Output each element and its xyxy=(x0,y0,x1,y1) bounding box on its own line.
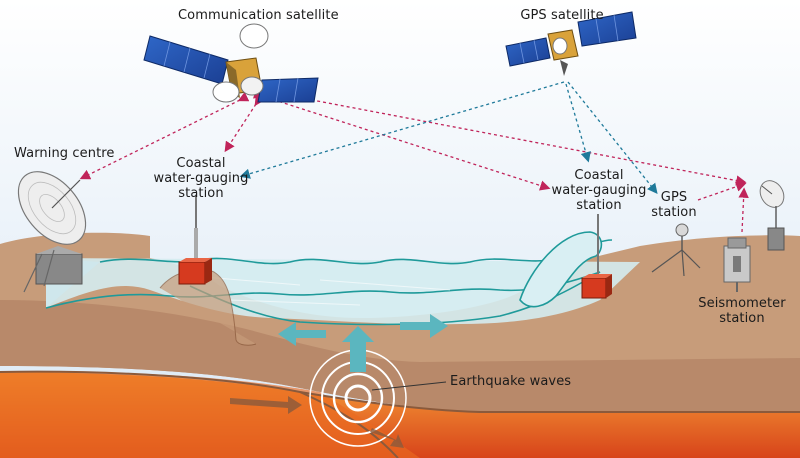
link-gps-left-station xyxy=(239,81,565,179)
lower-crust xyxy=(0,300,800,412)
seismometer-station-line-2: station xyxy=(719,311,765,326)
coastal-station-left-line-3: station xyxy=(178,186,224,201)
link-gps-station-dish xyxy=(697,181,747,201)
seismometer-station-label: Seismometer station xyxy=(692,296,792,326)
arrow-left xyxy=(278,322,326,346)
wave-propagation-arrows xyxy=(278,314,448,372)
gps-station-line-1: GPS xyxy=(660,190,688,205)
link-seismometer-dish xyxy=(738,187,749,233)
plate-motion-arrows xyxy=(230,396,404,448)
gps-station-label: GPS station xyxy=(644,190,704,220)
coastal-station-right-label: Coastal water-gauging station xyxy=(544,168,654,213)
communication-satellite-icon xyxy=(143,23,319,103)
gps-station-icon xyxy=(651,223,701,277)
gps-satellite-label: GPS satellite xyxy=(520,8,604,23)
earthquake-waves-pointer xyxy=(371,381,447,391)
coastal-station-left-line-2: water-gauging xyxy=(153,171,249,186)
warning-centre-label: Warning centre xyxy=(14,146,115,161)
communication-satellite-label: Communication satellite xyxy=(178,8,339,23)
gps-satellite-icon xyxy=(505,11,637,76)
link-comsat-seismo-dish xyxy=(261,85,747,186)
coastal-station-right-line-1: Coastal xyxy=(574,168,624,183)
link-gps-right-station xyxy=(565,83,591,163)
gps-station-line-2: station xyxy=(651,205,697,220)
coastal-station-left-icon xyxy=(178,196,212,285)
coastal-station-right-line-2: water-gauging xyxy=(551,183,647,198)
wave-crest-front xyxy=(45,271,601,309)
plate-boundary xyxy=(0,370,800,413)
seismometer-station-line-1: Seismometer xyxy=(698,296,786,311)
arrow-right xyxy=(400,314,448,338)
signal-links xyxy=(79,81,749,233)
warning-centre-dish-icon xyxy=(17,171,87,293)
coastal-station-left-label: Coastal water-gauging station xyxy=(146,156,256,201)
coastal-station-right-icon xyxy=(581,214,612,299)
coastal-station-right-line-3: station xyxy=(576,198,622,213)
arrow-up xyxy=(342,326,374,372)
coastal-station-left-line-1: Coastal xyxy=(176,156,226,171)
seismometer-icon xyxy=(723,180,785,292)
link-comsat-warning xyxy=(79,91,250,180)
subducting-plate-magma xyxy=(0,371,420,458)
earthquake-waves-label: Earthquake waves xyxy=(450,374,572,389)
